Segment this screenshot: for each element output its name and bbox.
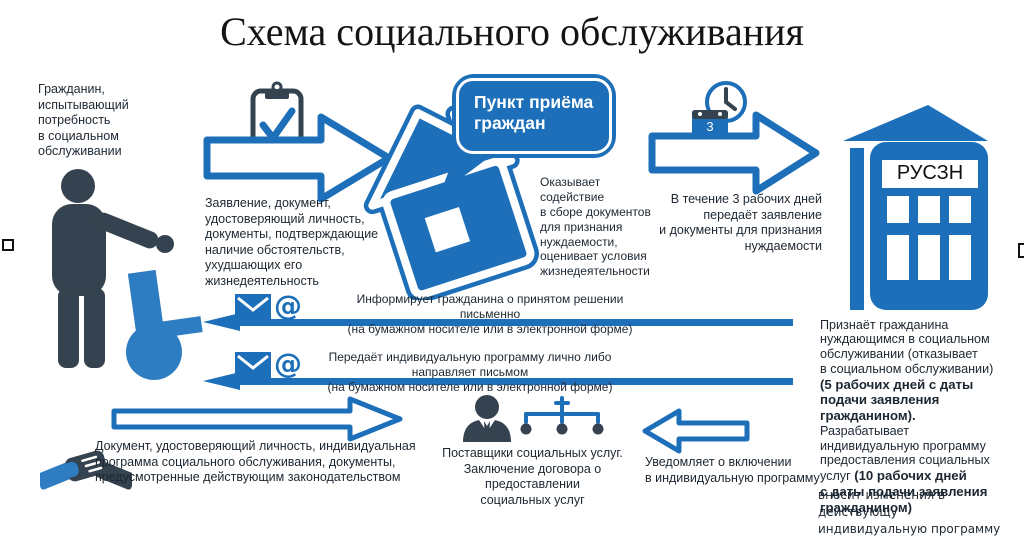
- arrow-program-left: [203, 372, 793, 390]
- inform-text: Информирует гражданина о принятом решени…: [347, 292, 633, 336]
- ruszn-program-term: (10 рабочих дней с даты подачи заявления…: [820, 468, 988, 515]
- providers-text: Поставщики социальных услуг. Заключение …: [442, 446, 623, 507]
- right-edge-square: [1018, 243, 1024, 258]
- calendar-day-number: 3: [706, 119, 714, 134]
- ruszn-label: РУСЗН: [896, 162, 964, 184]
- left-edge-square: [2, 239, 14, 251]
- arrow-application-right: [203, 113, 393, 203]
- at-icon: @: [274, 347, 302, 380]
- page-title: Схема социального обслуживания: [220, 9, 804, 54]
- ruszn-description: Признаёт гражданина нуждающимся в социал…: [820, 303, 1022, 515]
- citizen-label: Гражданин, испытывающий потребность в со…: [38, 82, 129, 158]
- citizen-wheelchair-icon: [52, 169, 203, 380]
- arrow-contract-right: [111, 396, 403, 442]
- arrow-transfer-right: [648, 111, 820, 195]
- transfer-3-days-text: В течение 3 рабочих дней передаёт заявле…: [659, 192, 822, 253]
- contract-documents-text: Документ, удостоверяющий личность, индив…: [95, 439, 416, 484]
- notify-text: Уведомляет о включении в индивидуальную …: [645, 455, 820, 485]
- envelope-icon: [235, 294, 271, 322]
- speech-bubble-border: [456, 78, 612, 154]
- reception-description: Оказывает содействие в сборе документов …: [540, 175, 651, 279]
- speech-bubble-tail: [440, 152, 496, 194]
- ruszn-amendment-text: вносит изменения в действующу индивидуал…: [818, 488, 1003, 540]
- arrow-inform-left: [203, 313, 793, 331]
- businessman-icon: [463, 395, 511, 442]
- transfer-program-text: Передаёт индивидуальную программу лично …: [327, 350, 613, 394]
- reception-speech-bubble: Пункт приёма граждан: [452, 74, 616, 158]
- ruszn-decision-term: (5 рабочих дней с даты подачи заявления …: [820, 376, 974, 424]
- calendar-clock-icon: [692, 81, 747, 136]
- application-documents-text: Заявление, документ, удостоверяющий личн…: [205, 196, 379, 288]
- handshake-icon: [40, 450, 132, 490]
- arrow-notify-left: [642, 408, 750, 454]
- ruszn-building-icon: [843, 105, 988, 310]
- ruszn-program-text: Разрабатывает индивидуальную программу п…: [820, 423, 990, 484]
- envelope-icon: [235, 352, 271, 380]
- org-chart-icon: [520, 396, 604, 435]
- reception-point-label: Пункт приёма граждан: [474, 92, 594, 133]
- at-icon: @: [274, 289, 302, 322]
- ruszn-decision-text: Признаёт гражданина нуждающимся в социал…: [820, 317, 994, 376]
